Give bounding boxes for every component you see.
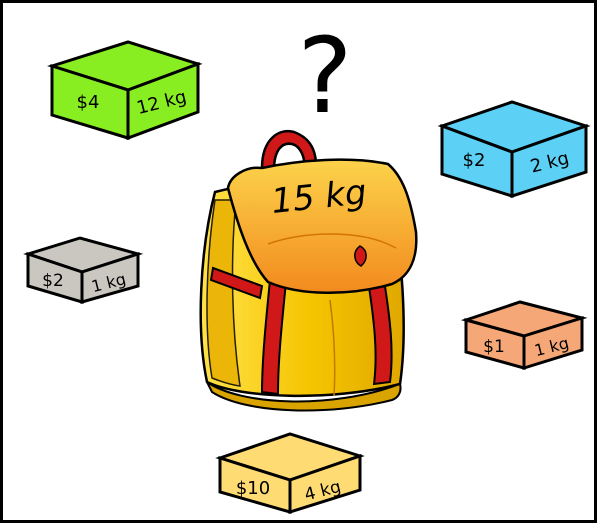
item-price: $4	[77, 92, 100, 113]
item-price: $2	[463, 150, 486, 171]
question-mark: ?	[297, 15, 352, 137]
item-price: $2	[42, 271, 64, 291]
knapsack-button	[355, 246, 366, 266]
item-price: $1	[483, 337, 505, 357]
item-price: $10	[236, 478, 270, 499]
